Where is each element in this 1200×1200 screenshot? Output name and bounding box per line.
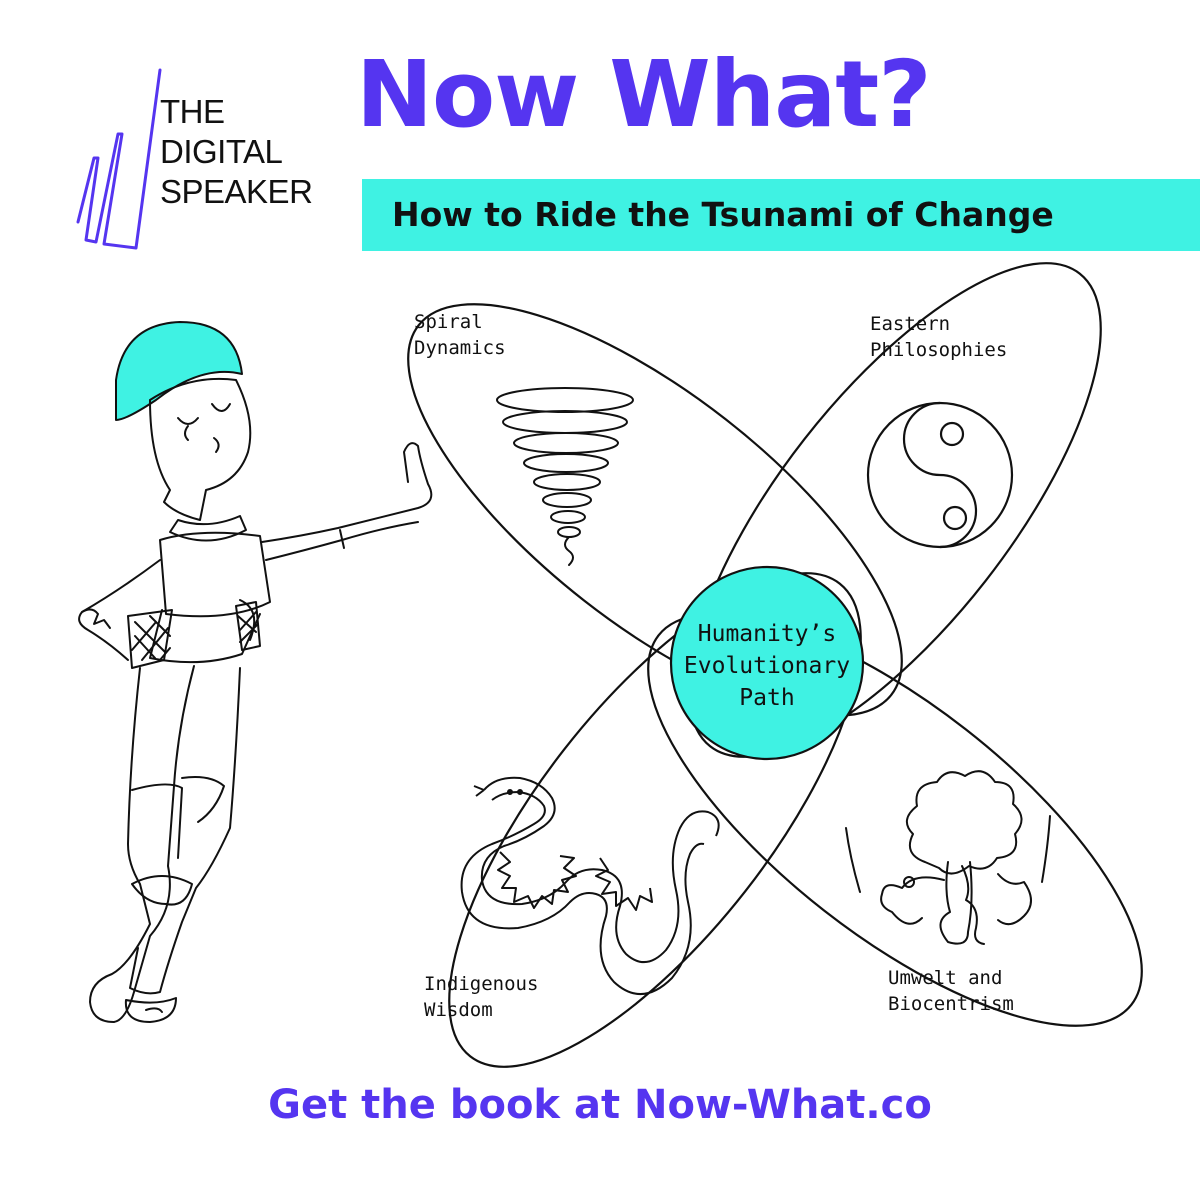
- cta-text: Get the book at Now-What.co: [268, 1082, 932, 1128]
- logo-line-2: DIGITAL: [160, 133, 283, 170]
- snake-icon: [460, 776, 720, 996]
- logo-wordmark: THE DIGITAL SPEAKER: [160, 92, 313, 212]
- label-indigenous-wisdom-2: Wisdom: [424, 999, 493, 1021]
- character-illustration: [78, 321, 433, 1023]
- logo-line-3: SPEAKER: [160, 173, 313, 210]
- tree-icon: [845, 770, 1051, 945]
- tornado-icon: [496, 387, 634, 566]
- character-cap: [115, 321, 243, 421]
- label-eastern-philosophies-2: Philosophies: [870, 339, 1007, 361]
- yin-yang-icon: [866, 401, 1014, 549]
- center-label-line-1: Humanity’s: [698, 621, 836, 647]
- label-spiral-dynamics-2: Dynamics: [414, 337, 506, 359]
- logo-mark: [76, 68, 162, 250]
- venn-diagram: Humanity’s Evolutionary Path Spiral Dyna…: [78, 262, 1143, 1068]
- subtitle: How to Ride the Tsunami of Change: [392, 195, 1054, 234]
- label-eastern-philosophies-1: Eastern: [870, 313, 950, 335]
- headline: Now What?: [356, 41, 932, 148]
- petal-top-left: [407, 303, 903, 717]
- petal-bottom-right: [647, 613, 1143, 1027]
- petal-top-right: [688, 262, 1102, 758]
- label-indigenous-wisdom-1: Indigenous: [424, 973, 538, 995]
- subtitle-band: How to Ride the Tsunami of Change: [362, 179, 1200, 251]
- center-label-line-2: Evolutionary: [684, 653, 850, 679]
- center-label-line-3: Path: [739, 685, 794, 711]
- label-spiral-dynamics-1: Spiral: [414, 311, 483, 333]
- petal-bottom-left: [448, 572, 862, 1068]
- logo-line-1: THE: [160, 93, 225, 130]
- label-umwelt-biocentrism-1: Umwelt and: [888, 967, 1002, 989]
- center-circle: [669, 565, 865, 761]
- label-umwelt-biocentrism-2: Biocentrism: [888, 993, 1014, 1015]
